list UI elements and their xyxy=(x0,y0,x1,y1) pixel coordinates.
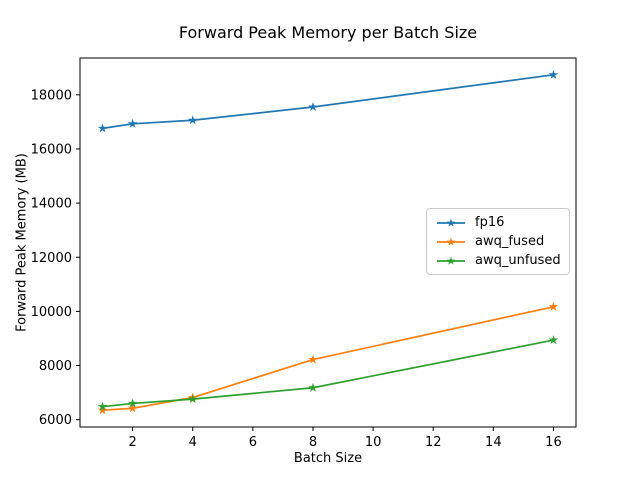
legend-item-awq-unfused: awq_unfused xyxy=(436,251,561,270)
series-line-fp16 xyxy=(101,73,555,130)
x-tick-label: 12 xyxy=(425,435,442,450)
series-marker-awq_unfused xyxy=(97,401,108,411)
series-marker-fp16 xyxy=(308,102,318,112)
x-tick-label: 4 xyxy=(189,435,197,450)
legend-line-marker-awq-unfused xyxy=(436,254,466,268)
series-marker-awq_unfused xyxy=(308,382,318,392)
legend-line-marker-fp16 xyxy=(436,216,466,230)
series-marker-awq_fused xyxy=(308,354,318,364)
series-marker-fp16 xyxy=(127,118,138,128)
series-line-awq_unfused xyxy=(101,339,555,408)
x-tick-label: 16 xyxy=(545,435,562,450)
legend-item-awq-fused: awq_fused xyxy=(436,232,561,251)
legend-sample-svg xyxy=(437,256,465,265)
legend-item-fp16: fp16 xyxy=(436,213,561,232)
chart-title: Forward Peak Memory per Batch Size xyxy=(178,23,478,42)
legend-line-marker-awq-fused xyxy=(436,235,466,249)
x-tick-label: 10 xyxy=(365,435,382,450)
series-marker-awq_fused xyxy=(548,301,559,311)
x-tick-label: 2 xyxy=(128,435,136,450)
legend-sample-svg xyxy=(437,218,465,227)
series-line-awq_fused xyxy=(101,305,555,412)
legend-label-awq-unfused: awq_unfused xyxy=(475,252,561,268)
x-tick-label: 8 xyxy=(309,435,317,450)
x-tick-label: 6 xyxy=(249,435,257,450)
y-axis-label: Forward Peak Memory (MB) xyxy=(14,153,30,332)
y-tick-label: 18000 xyxy=(31,88,72,103)
legend-label-awq-fused: awq_fused xyxy=(475,233,545,249)
series-marker-fp16 xyxy=(187,115,198,125)
x-axis-label: Batch Size xyxy=(293,451,363,466)
y-tick-label: 12000 xyxy=(31,251,72,266)
series-marker-awq_unfused xyxy=(187,394,198,404)
legend-label-fp16: fp16 xyxy=(475,214,505,230)
plot-border xyxy=(79,57,577,428)
legend: fp16 awq_fused awq_unfused xyxy=(426,208,570,275)
series-marker-fp16 xyxy=(548,69,559,79)
series-marker-awq_unfused xyxy=(548,335,559,345)
y-tick-label: 10000 xyxy=(31,305,72,320)
series-marker-awq_fused xyxy=(97,405,108,415)
series-marker-fp16 xyxy=(97,123,108,133)
y-tick-label: 8000 xyxy=(39,359,72,374)
legend-sample-svg xyxy=(437,237,465,246)
y-tick-label: 14000 xyxy=(31,197,72,212)
series-marker-awq_fused xyxy=(127,403,138,413)
x-tick-label: 14 xyxy=(485,435,502,450)
y-tick-label: 16000 xyxy=(31,142,72,157)
series-marker-awq_unfused xyxy=(127,398,138,408)
y-tick-label: 6000 xyxy=(39,413,72,428)
